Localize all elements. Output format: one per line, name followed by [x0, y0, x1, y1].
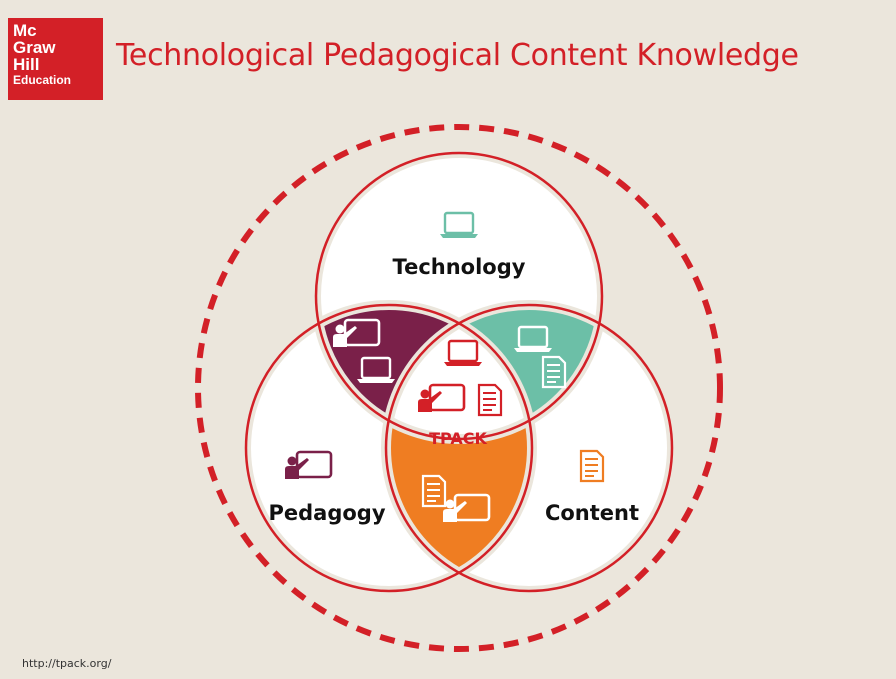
content-label: Content	[545, 501, 639, 525]
page-title: Technological Pedagogical Content Knowle…	[116, 38, 799, 73]
source-url: http://tpack.org/	[22, 657, 112, 670]
tpack-label: TPACK	[429, 429, 487, 448]
logo-line-3: Hill	[13, 55, 40, 74]
tpack-center-region	[386, 305, 532, 439]
mcgraw-hill-education-logo: Mc Graw Hill Education	[8, 18, 103, 100]
logo-line-2: Graw	[13, 38, 56, 57]
logo-line-4: Education	[13, 73, 72, 87]
logo-line-1: Mc	[13, 21, 37, 40]
pedagogy-label: Pedagogy	[268, 501, 385, 525]
circle-outlines	[244, 151, 674, 593]
technology-label: Technology	[393, 255, 526, 279]
outer-dashed-ring	[195, 124, 723, 652]
